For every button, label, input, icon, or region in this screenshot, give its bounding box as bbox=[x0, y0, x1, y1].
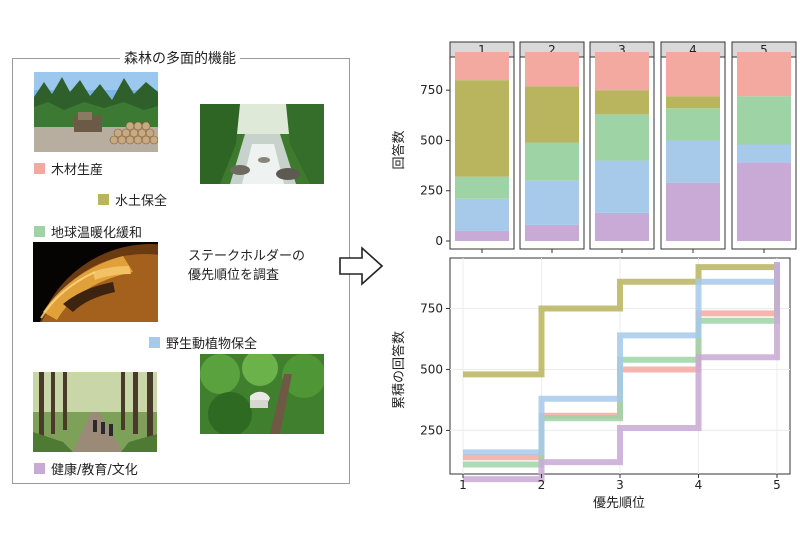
forest-path-photo bbox=[33, 372, 157, 452]
step-series-line bbox=[463, 262, 780, 456]
category-label-timber: 木材生産 bbox=[34, 159, 103, 178]
bar-segment bbox=[595, 160, 649, 213]
bar-y-tick-label: 500 bbox=[420, 133, 443, 147]
bar-segment bbox=[595, 114, 649, 161]
category-label-wildlife: 野生動植物保全 bbox=[149, 333, 257, 352]
bar-segment bbox=[455, 198, 509, 231]
climate-swatch bbox=[34, 226, 45, 237]
facet-label: 4 bbox=[689, 43, 697, 57]
step-x-tick-label: 1 bbox=[459, 478, 467, 492]
step-x-tick-label: 3 bbox=[616, 478, 624, 492]
step-series-line bbox=[463, 262, 780, 378]
bar-segment bbox=[666, 182, 720, 241]
water-swatch bbox=[98, 194, 109, 205]
bar-segment bbox=[525, 52, 579, 87]
bar-segment bbox=[595, 212, 649, 241]
step-x-tick-label: 4 bbox=[695, 478, 703, 492]
bar-segment bbox=[666, 96, 720, 109]
step-y-tick-label: 750 bbox=[420, 302, 443, 316]
bar-segment bbox=[737, 96, 791, 145]
right-arrow-icon bbox=[339, 246, 384, 286]
wildlife-swatch bbox=[149, 337, 160, 348]
bar-chart-ylabel: 回答数 bbox=[391, 130, 407, 169]
facet-label: 5 bbox=[760, 43, 768, 57]
category-label-water: 水土保全 bbox=[98, 190, 167, 209]
bar-segment bbox=[455, 176, 509, 199]
bar-segment bbox=[737, 144, 791, 163]
step-series-line bbox=[463, 262, 780, 483]
river-photo bbox=[200, 104, 324, 184]
step-y-tick-label: 250 bbox=[420, 423, 443, 437]
bar-segment bbox=[525, 224, 579, 241]
step-chart-ylabel: 累積の回答数 bbox=[391, 331, 407, 409]
bar-segment bbox=[455, 80, 509, 177]
category-label-climate: 地球温暖化緩和 bbox=[34, 222, 142, 241]
facet-label: 2 bbox=[548, 43, 556, 57]
timber-photo bbox=[34, 72, 158, 152]
step-x-tick-label: 5 bbox=[773, 478, 781, 492]
bar-segment bbox=[737, 52, 791, 97]
bar-segment bbox=[595, 90, 649, 115]
bar-segment bbox=[455, 52, 509, 81]
timber-swatch bbox=[34, 163, 45, 174]
step-chart-xlabel: 優先順位 bbox=[593, 496, 645, 511]
bar-segment bbox=[525, 86, 579, 143]
bar-segment bbox=[666, 140, 720, 183]
category-label-health: 健康/教育/文化 bbox=[34, 459, 138, 478]
bar-segment bbox=[737, 162, 791, 241]
bar-y-tick-label: 0 bbox=[435, 234, 443, 248]
step-x-tick-label: 2 bbox=[538, 478, 546, 492]
arrow-caption: ステークホルダーの 優先順位を調査 bbox=[186, 247, 308, 285]
bar-segment bbox=[525, 142, 579, 181]
bar-segment bbox=[666, 108, 720, 141]
bar-segment bbox=[455, 230, 509, 241]
bar-segment bbox=[595, 52, 649, 91]
forest-animal-photo bbox=[200, 354, 324, 434]
step-line-chart: 1 2 3 4 5 250 500 750 bbox=[420, 257, 791, 492]
stacked-bar-facets: 1 2 3 4 5 0 250 500 750 bbox=[420, 41, 797, 253]
facet-label: 1 bbox=[478, 43, 486, 57]
bar-segment bbox=[525, 180, 579, 225]
bar-y-tick-label: 250 bbox=[420, 184, 443, 198]
bar-y-tick-label: 750 bbox=[420, 83, 443, 97]
earth-photo bbox=[33, 242, 158, 322]
facet-label: 3 bbox=[618, 43, 626, 57]
health-swatch bbox=[34, 463, 45, 474]
step-y-tick-label: 500 bbox=[420, 362, 443, 376]
functions-panel-title: 森林の多面的機能 bbox=[0, 48, 360, 68]
bar-segment bbox=[666, 52, 720, 97]
